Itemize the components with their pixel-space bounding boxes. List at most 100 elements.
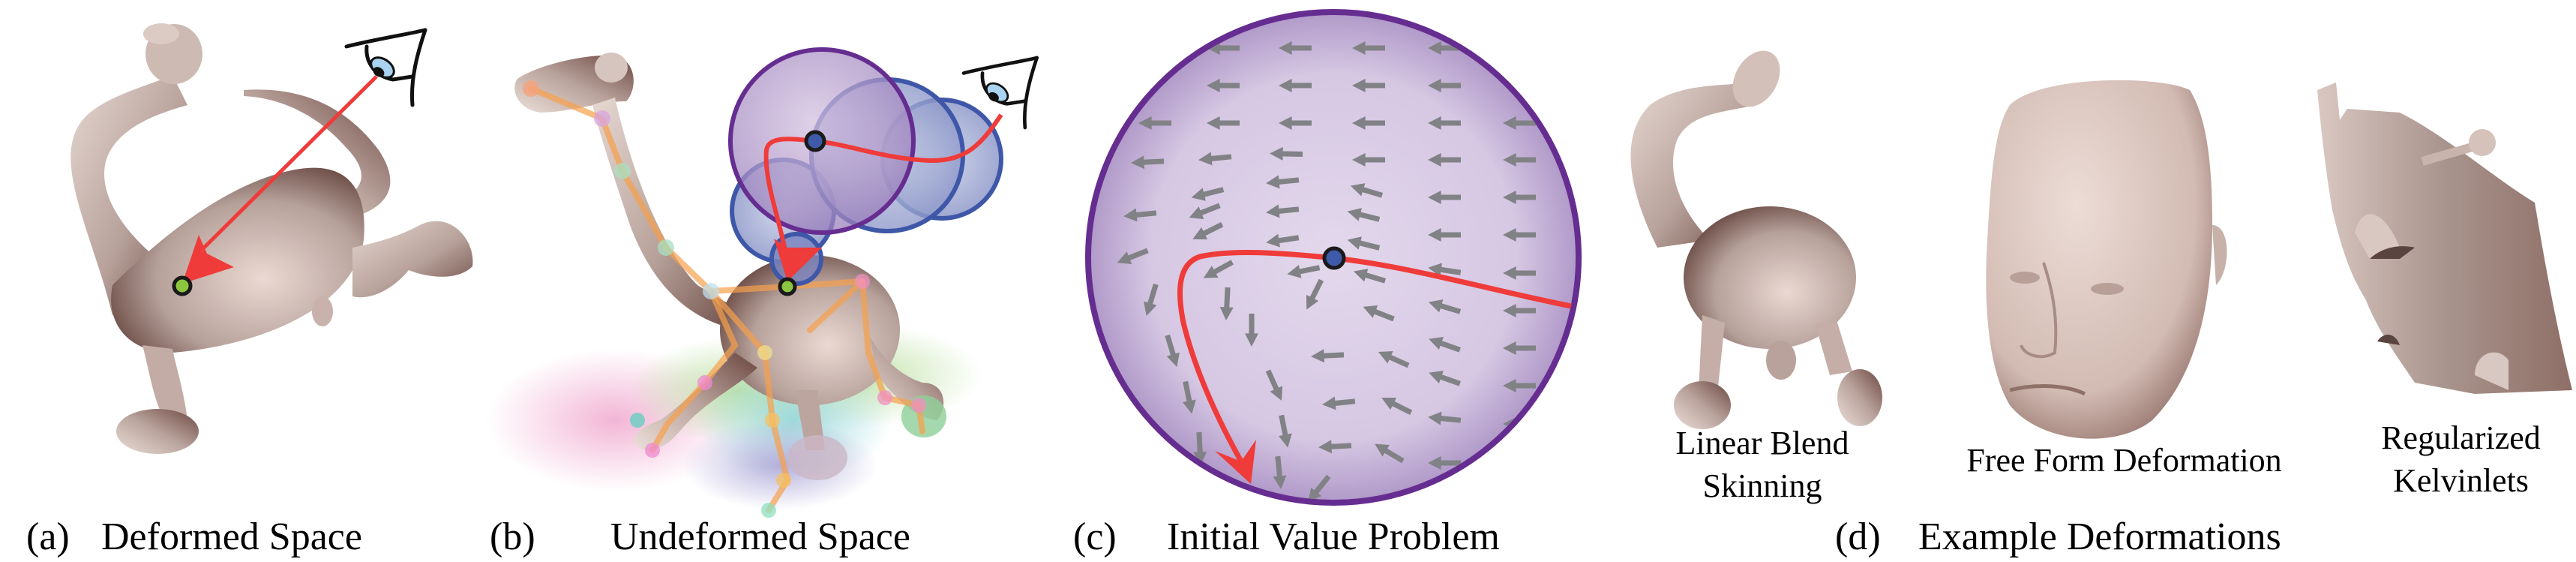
vector-field-arrowhead	[1166, 352, 1180, 368]
vector-field-arrowhead	[1503, 341, 1516, 355]
vector-field-arrow	[1437, 302, 1462, 314]
vector-field-arrowhead	[1503, 266, 1516, 280]
vector-field-arrow	[1437, 373, 1461, 386]
vector-field-arrowhead	[1428, 228, 1441, 242]
panel-b-caption: Undeformed Space	[610, 515, 910, 558]
vector-field-arrowhead	[1266, 204, 1280, 218]
kelvinlets-label-line2: Kelvinlets	[2393, 462, 2529, 500]
eye-icon	[961, 56, 1039, 130]
ffd-label-text: Free Form Deformation	[1966, 442, 2282, 479]
panel-c-initial-value-problem	[1085, 9, 1582, 506]
panel-a-deformed-space	[70, 23, 473, 454]
vector-field-arrowhead	[1428, 299, 1444, 313]
vector-field-arrow	[1196, 431, 1203, 455]
vector-field-arrowhead	[1352, 79, 1366, 92]
vector-field-arrowhead	[1131, 155, 1145, 170]
vector-field-arrowhead	[1308, 487, 1322, 500]
vector-field-arrow	[1275, 455, 1283, 480]
ivp-start-point	[804, 130, 826, 152]
vector-field-arrow	[1296, 265, 1321, 275]
vector-field-arrow	[1224, 287, 1231, 311]
lbs-label: Linear Blend Skinning	[1668, 422, 1857, 507]
vector-field-arrowhead	[1219, 306, 1234, 320]
vector-field-arrow	[1210, 260, 1234, 276]
kelvinlets-label: Regularized Kelvinlets	[2374, 416, 2548, 502]
panel-b-undeformed-space	[487, 47, 1039, 518]
vector-field-arrow	[1125, 248, 1149, 262]
vector-field-arrowhead	[1318, 440, 1333, 454]
vector-field-arrowhead	[1311, 349, 1325, 363]
panel-a-tag: (a)	[26, 515, 70, 558]
lbs-label-line1: Linear Blend	[1675, 425, 1849, 461]
vector-field-arrowhead	[1279, 41, 1292, 55]
panel-b-tag: (b)	[490, 515, 535, 558]
vector-field-arrow	[1359, 186, 1384, 198]
ivp-trajectory	[1177, 249, 1572, 463]
vector-field-arrowhead	[1428, 153, 1441, 167]
vector-field-arrowhead	[1381, 397, 1397, 410]
vector-field-arrowhead	[1428, 191, 1441, 204]
vector-field-arrow	[1165, 334, 1177, 359]
vector-field-arrowhead	[1191, 188, 1206, 201]
vector-field-arrowhead	[1266, 233, 1280, 248]
vector-field-arrowhead	[1266, 175, 1280, 189]
kelvinlets-label-line1: Regularized	[2381, 419, 2541, 456]
panel-c-caption: Initial Value Problem	[1167, 515, 1500, 558]
vector-field-arrowhead	[1273, 475, 1287, 489]
vector-field-arrowhead	[1207, 116, 1220, 130]
vector-field-arrowhead	[1245, 333, 1258, 347]
vector-field-arrow	[1381, 446, 1405, 464]
vector-field-arrow	[1132, 210, 1157, 218]
ffd-label: Free Form Deformation	[1951, 439, 2298, 482]
vector-field-arrowhead	[1428, 116, 1441, 130]
vector-field-arrowhead	[1352, 41, 1366, 55]
panel-d-tag: (d)	[1835, 515, 1881, 558]
vector-field-arrow	[1279, 151, 1303, 157]
vector-field-arrow	[1437, 415, 1462, 423]
view-ray	[195, 75, 378, 257]
vector-field-arrow	[1308, 278, 1324, 302]
vector-field-arrowhead	[1117, 251, 1132, 264]
vector-field-arrowhead	[1123, 208, 1138, 222]
vector-field-arrowhead	[1189, 206, 1204, 219]
eye-icon	[344, 28, 427, 107]
vector-field-arrowhead	[1347, 208, 1362, 221]
vector-field-arrowhead	[1503, 304, 1516, 317]
vector-field-arrowhead	[1138, 116, 1152, 130]
vector-field-arrow	[1183, 380, 1193, 405]
vector-field-arrow	[1200, 222, 1224, 238]
vector-field-arrowhead	[1429, 337, 1444, 350]
vector-field-arrow	[1275, 206, 1300, 215]
vector-field-arrowhead	[1375, 443, 1390, 457]
vector-field-arrow	[1321, 352, 1345, 359]
vector-field-arrow	[1386, 353, 1410, 368]
vector-field-arrow	[1147, 283, 1159, 308]
vector-field-arrowhead	[1428, 411, 1442, 425]
vector-field-arrowhead	[1270, 146, 1283, 161]
vector-field-arrowhead	[1350, 183, 1366, 197]
ffd-face-mesh	[1986, 80, 2227, 439]
vector-field-arrow	[1207, 154, 1232, 162]
vector-field-arrowhead	[1503, 191, 1516, 204]
vector-field-arrowhead	[1287, 265, 1302, 278]
vector-field-arrowhead	[1198, 152, 1213, 166]
vector-field-arrows	[1117, 41, 1536, 500]
vector-field-arrowhead	[1347, 236, 1362, 250]
vector-field-arrowhead	[1353, 269, 1369, 282]
vector-field-arrow	[1265, 369, 1280, 393]
deformed-dinosaur-mesh	[70, 23, 473, 454]
vector-field-arrow	[1356, 211, 1381, 222]
vector-field-arrowhead	[1322, 396, 1336, 410]
vector-field-arrowhead	[1203, 266, 1219, 278]
ivp-trajectory-arrowhead	[1215, 440, 1256, 484]
kelvinlets-mesh	[2317, 83, 2572, 394]
query-point-undeformed	[778, 277, 797, 296]
lbs-label-line2: Skinning	[1702, 467, 1822, 505]
vector-field-arrow	[1328, 443, 1352, 449]
panel-a-caption: Deformed Space	[101, 515, 362, 558]
vector-field-arrowhead	[1503, 379, 1516, 392]
lbs-dinosaur-mesh	[1630, 50, 1882, 429]
vector-field-arrowhead	[1429, 371, 1444, 384]
vector-field-arrow	[1275, 177, 1300, 185]
curved-ray-arrowhead	[774, 239, 822, 281]
